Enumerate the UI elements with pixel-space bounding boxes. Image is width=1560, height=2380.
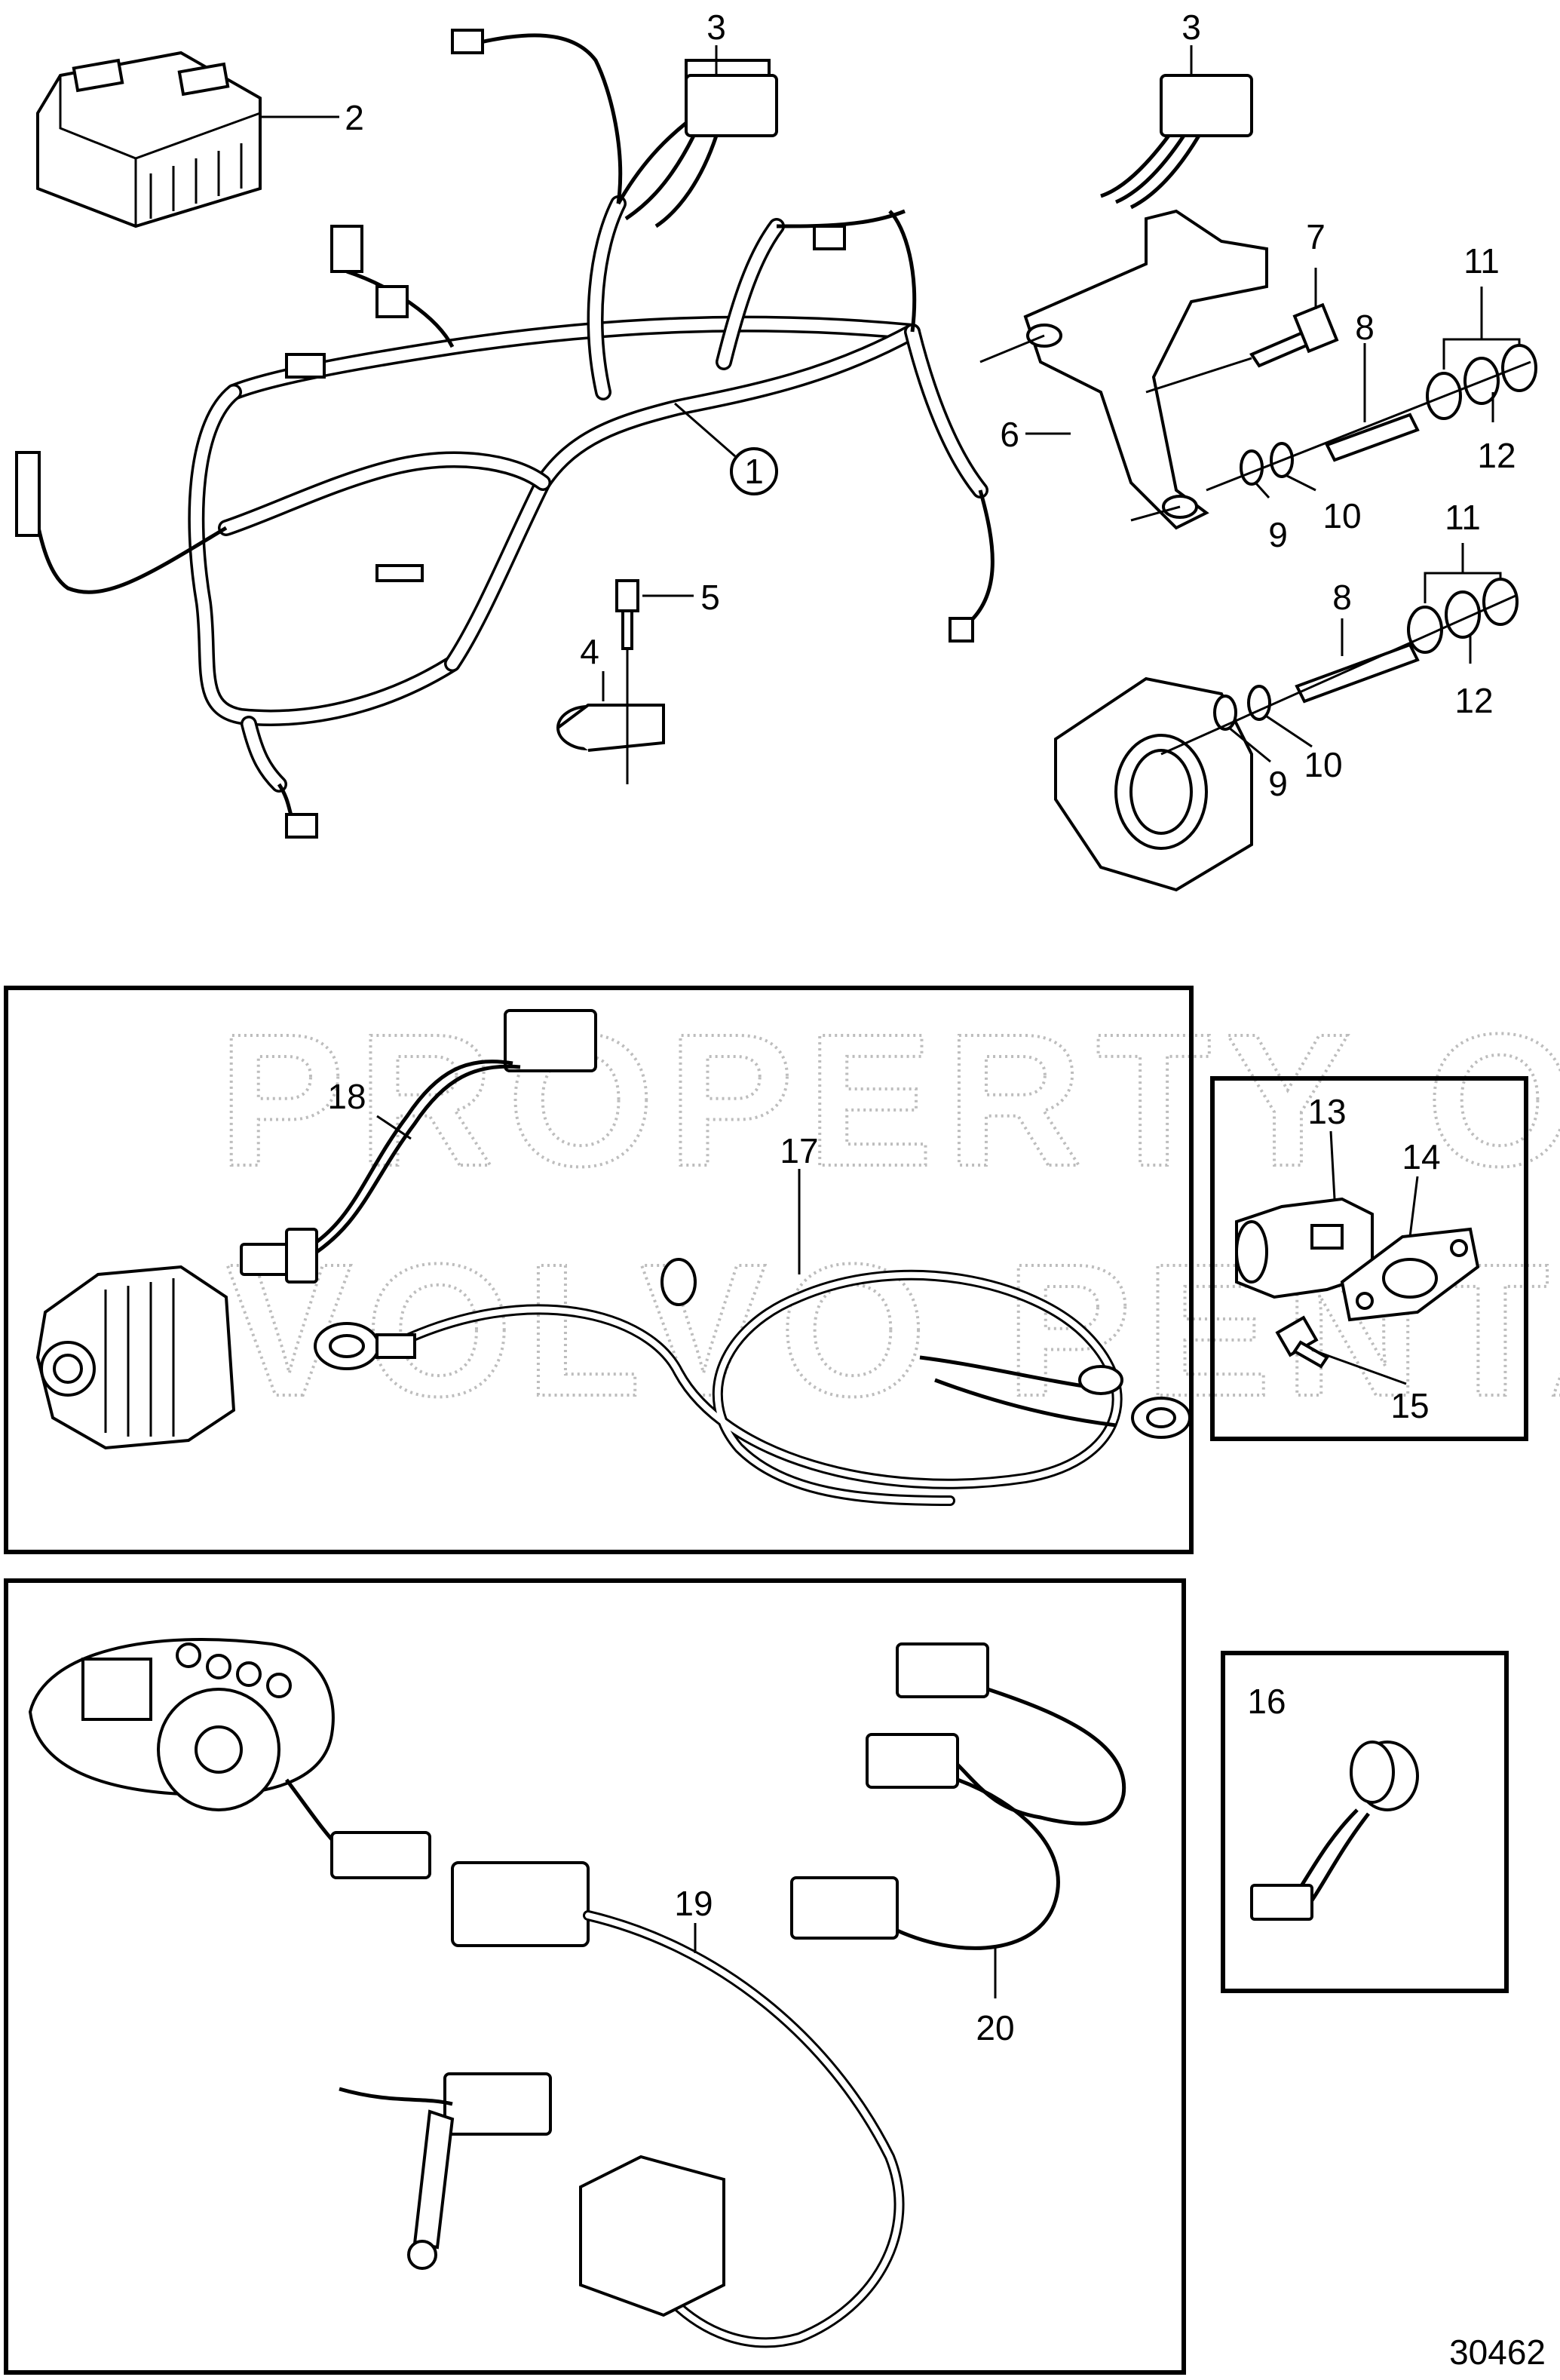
gasket-14 xyxy=(1340,1227,1480,1322)
cable-18 xyxy=(240,1009,597,1284)
callout-11-lower: 11 xyxy=(1445,498,1481,537)
callout-15: 15 xyxy=(1390,1386,1429,1425)
callout-12-upper: 12 xyxy=(1477,436,1516,475)
relay-box xyxy=(36,51,262,228)
callout-10-upper: 10 xyxy=(1322,496,1361,535)
sensor-13 xyxy=(1235,1197,1374,1299)
callout-7: 7 xyxy=(1306,217,1326,256)
callout-8-lower: 8 xyxy=(1332,578,1352,617)
callout-16: 16 xyxy=(1247,1682,1286,1721)
cable-17 xyxy=(314,1258,1191,1506)
figure-id: 30462 xyxy=(1449,2332,1546,2372)
leader-lines xyxy=(260,45,1521,1998)
callout-20: 20 xyxy=(976,2008,1014,2047)
callout-2: 2 xyxy=(345,98,364,137)
callout-14: 14 xyxy=(1402,1137,1440,1176)
callout-10-lower: 10 xyxy=(1304,745,1342,784)
callout-9-upper: 9 xyxy=(1268,515,1288,554)
callout-18: 18 xyxy=(327,1077,366,1116)
wiring-harness-assembly xyxy=(15,29,995,839)
alternator-cables-frame xyxy=(4,986,1194,1554)
callout-5: 5 xyxy=(700,578,720,617)
flywheel-housing-assembly xyxy=(1054,578,1519,892)
connector-3-left xyxy=(624,74,778,228)
sensor-frame xyxy=(1210,1076,1528,1441)
callout-3-right: 3 xyxy=(1181,8,1201,47)
callout-19: 19 xyxy=(674,1884,713,1923)
callout-13: 13 xyxy=(1307,1092,1346,1131)
bracket-assembly xyxy=(979,209,1537,530)
buzzer-frame xyxy=(1221,1651,1509,1993)
callout-12-lower: 12 xyxy=(1454,681,1493,720)
callout-8-upper: 8 xyxy=(1355,308,1375,347)
callout-17: 17 xyxy=(780,1131,818,1170)
cable-20 xyxy=(790,1642,1126,1950)
callout-4: 4 xyxy=(580,632,599,671)
instrument-cables-frame xyxy=(4,1578,1186,2375)
callout-11-upper: 11 xyxy=(1463,241,1500,281)
instrument-panel xyxy=(28,1638,335,1811)
callout-1: 1 xyxy=(744,452,764,491)
callouts: 1 2 3 3 4 5 6 7 8 8 9 9 10 10 11 11 12 1… xyxy=(327,8,1546,2372)
alternator xyxy=(35,1265,236,1450)
connector-3-right xyxy=(1100,74,1253,210)
cable-19 xyxy=(284,1778,905,2348)
callout-3-left: 3 xyxy=(706,8,726,47)
buzzer-16 xyxy=(1250,1741,1419,1921)
callout-9-lower: 9 xyxy=(1268,764,1288,803)
callout-1-circle xyxy=(730,447,778,495)
watermark-line-1: PROPERTY OF xyxy=(219,995,1560,1205)
clamp-and-screw xyxy=(556,579,665,784)
callout-6: 6 xyxy=(1000,415,1019,454)
